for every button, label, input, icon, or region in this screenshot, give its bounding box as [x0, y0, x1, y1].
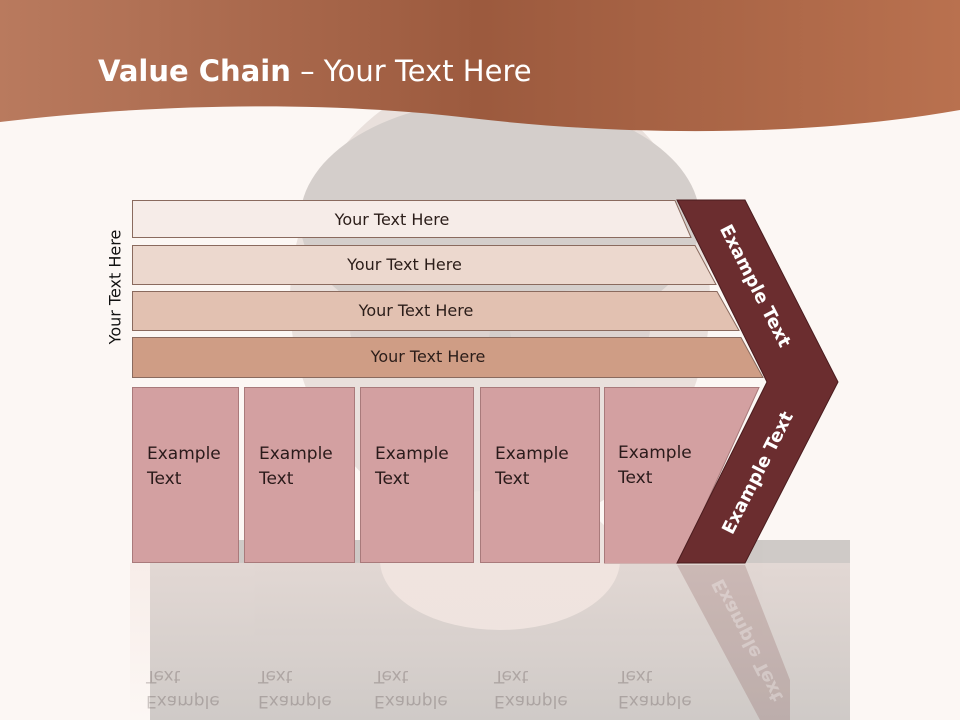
box-3-line2: Text	[375, 469, 410, 489]
box-1-line2: Text	[147, 469, 182, 489]
box-1: Example Text	[132, 387, 239, 563]
box-5-line2: Text	[618, 468, 653, 488]
box-4-line1: Example	[495, 444, 569, 464]
bar-3: Your Text Here	[132, 291, 740, 331]
title-rest: – Your Text Here	[290, 54, 532, 88]
bar-1-label: Your Text Here	[334, 209, 450, 229]
header-band	[0, 0, 960, 132]
slide-title: Value Chain – Your Text Here	[98, 54, 532, 88]
title-bold: Value Chain	[98, 54, 291, 88]
reflection-overlay	[130, 563, 850, 720]
box-4: Example Text	[480, 387, 600, 563]
bar-1: Your Text Here	[132, 200, 692, 238]
chevron-body	[676, 199, 839, 564]
box-4-line2: Text	[495, 469, 530, 489]
bar-4: Your Text Here	[132, 337, 764, 378]
bar-3-label: Your Text Here	[358, 300, 474, 320]
chevron-reflection	[677, 565, 790, 720]
box-2-line1: Example	[259, 444, 333, 464]
box-5-line1: Example	[618, 443, 692, 463]
bar-2: Your Text Here	[132, 245, 717, 285]
box-2: Example Text	[244, 387, 355, 563]
box-1-line1: Example	[147, 444, 221, 464]
bar-2-label: Your Text Here	[347, 254, 462, 274]
box-3-line1: Example	[375, 444, 449, 464]
box-2-line2: Text	[259, 469, 294, 489]
bar-4-label: Your Text Here	[370, 346, 486, 366]
box-5: Example Text	[604, 387, 714, 563]
box-3: Example Text	[360, 387, 474, 563]
